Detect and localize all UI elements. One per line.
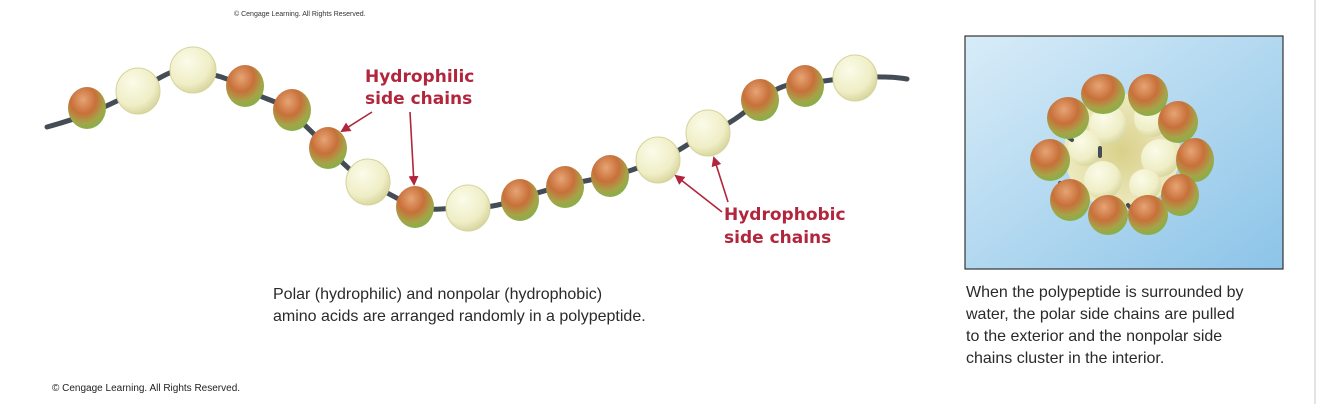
hydrophilic-label-line2: side chains [365, 89, 472, 109]
polar-bead [591, 155, 629, 197]
page-divider [1314, 0, 1316, 404]
caption-left: Polar (hydrophilic) and nonpolar (hydrop… [273, 284, 753, 328]
inner-nonpolar-bead [1141, 139, 1179, 177]
caption-right: When the polypeptide is surrounded by wa… [966, 282, 1306, 370]
hydrophilic-arrow-2 [408, 111, 419, 186]
polar-bead [309, 127, 347, 169]
outer-polar-bead [1088, 195, 1128, 235]
nonpolar-bead [832, 54, 878, 102]
amino-acid-beads [68, 46, 878, 232]
caption-right-line4: chains cluster in the interior. [966, 350, 1165, 367]
inner-nonpolar-bead [1084, 161, 1122, 199]
polar-bead [273, 89, 311, 131]
polar-bead [786, 65, 824, 107]
hydrophilic-arrow-1 [340, 111, 373, 133]
polar-bead [396, 186, 434, 228]
polar-bead [741, 79, 779, 121]
outer-polar-bead [1030, 139, 1070, 181]
outer-polar-bead [1050, 179, 1090, 221]
nonpolar-bead [685, 109, 731, 157]
nonpolar-bead [445, 184, 491, 232]
outer-polar-bead [1158, 101, 1198, 143]
caption-right-line2: water, the polar side chains are pulled [966, 306, 1235, 323]
nonpolar-bead [169, 46, 217, 94]
caption-right-line3: to the exterior and the nonpolar side [966, 328, 1223, 345]
caption-right-line1: When the polypeptide is surrounded by [966, 284, 1244, 301]
polar-bead [68, 87, 106, 129]
inner-nonpolar-bead [1089, 106, 1127, 144]
outer-polar-bead [1161, 174, 1199, 216]
folded-protein-panel [964, 35, 1284, 270]
caption-left-line2: amino acids are arranged randomly in a p… [273, 308, 646, 325]
outer-polar-bead [1047, 97, 1089, 139]
polar-bead [226, 65, 264, 107]
outer-polar-bead [1176, 138, 1214, 182]
hydrophilic-label-line1: Hydrophilic [365, 67, 474, 87]
outer-polar-bead [1081, 74, 1125, 114]
hydrophobic-arrow-1 [674, 174, 723, 213]
caption-left-line1: Polar (hydrophilic) and nonpolar (hydrop… [273, 286, 603, 303]
copyright-bottom: © Cengage Learning. All Rights Reserved. [52, 383, 241, 394]
polar-bead [501, 179, 539, 221]
hydrophobic-arrow-2 [711, 156, 729, 203]
nonpolar-bead [345, 158, 391, 206]
copyright-top: © Cengage Learning. All Rights Reserved. [234, 11, 366, 18]
outer-polar-bead [1128, 195, 1168, 235]
nonpolar-bead [115, 67, 161, 115]
inner-nonpolar-bead [1068, 130, 1102, 166]
inner-nonpolar-bead [1129, 169, 1161, 201]
polar-bead [546, 166, 584, 208]
outer-polar-bead [1128, 74, 1168, 116]
hydrophobic-label-line2: side chains [724, 228, 831, 248]
nonpolar-bead [635, 136, 681, 184]
hydrophobic-label-line1: Hydrophobic [724, 205, 846, 225]
